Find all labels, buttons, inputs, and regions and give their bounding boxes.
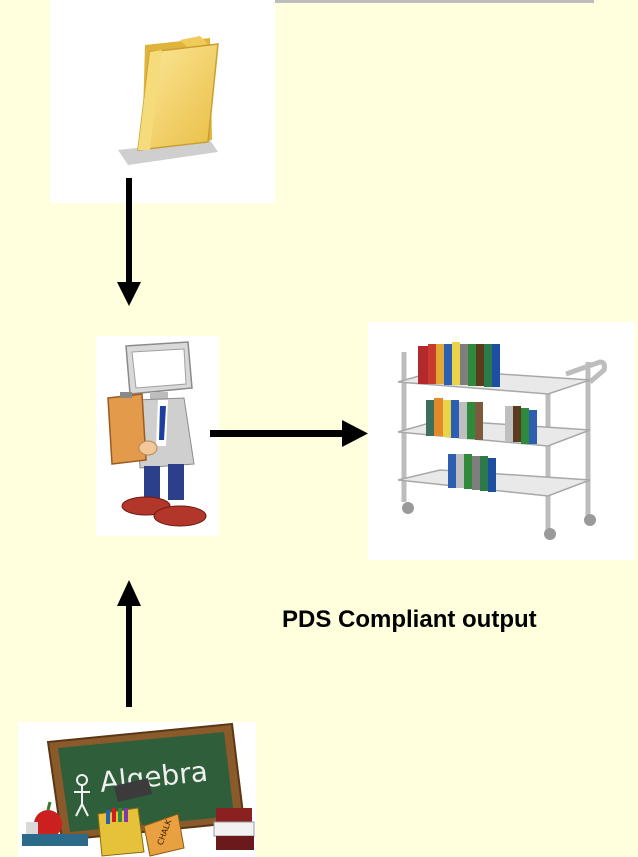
bookshelf-cart-icon (397, 342, 607, 540)
folder-icon (118, 36, 219, 165)
computer-person-icon (107, 341, 207, 527)
input-image: Algebra CHALK (18, 722, 256, 857)
processor-image (96, 336, 219, 536)
arrow-processor-to-output (210, 420, 368, 447)
arrow-input-to-processor (117, 580, 141, 707)
output-image (368, 322, 635, 560)
folder-image (50, 0, 275, 203)
arrow-folder-to-processor (117, 178, 141, 306)
output-caption: PDS Compliant output (282, 606, 537, 633)
chalkboard-icon: Algebra CHALK (22, 722, 255, 857)
top-divider-line (210, 0, 594, 3)
